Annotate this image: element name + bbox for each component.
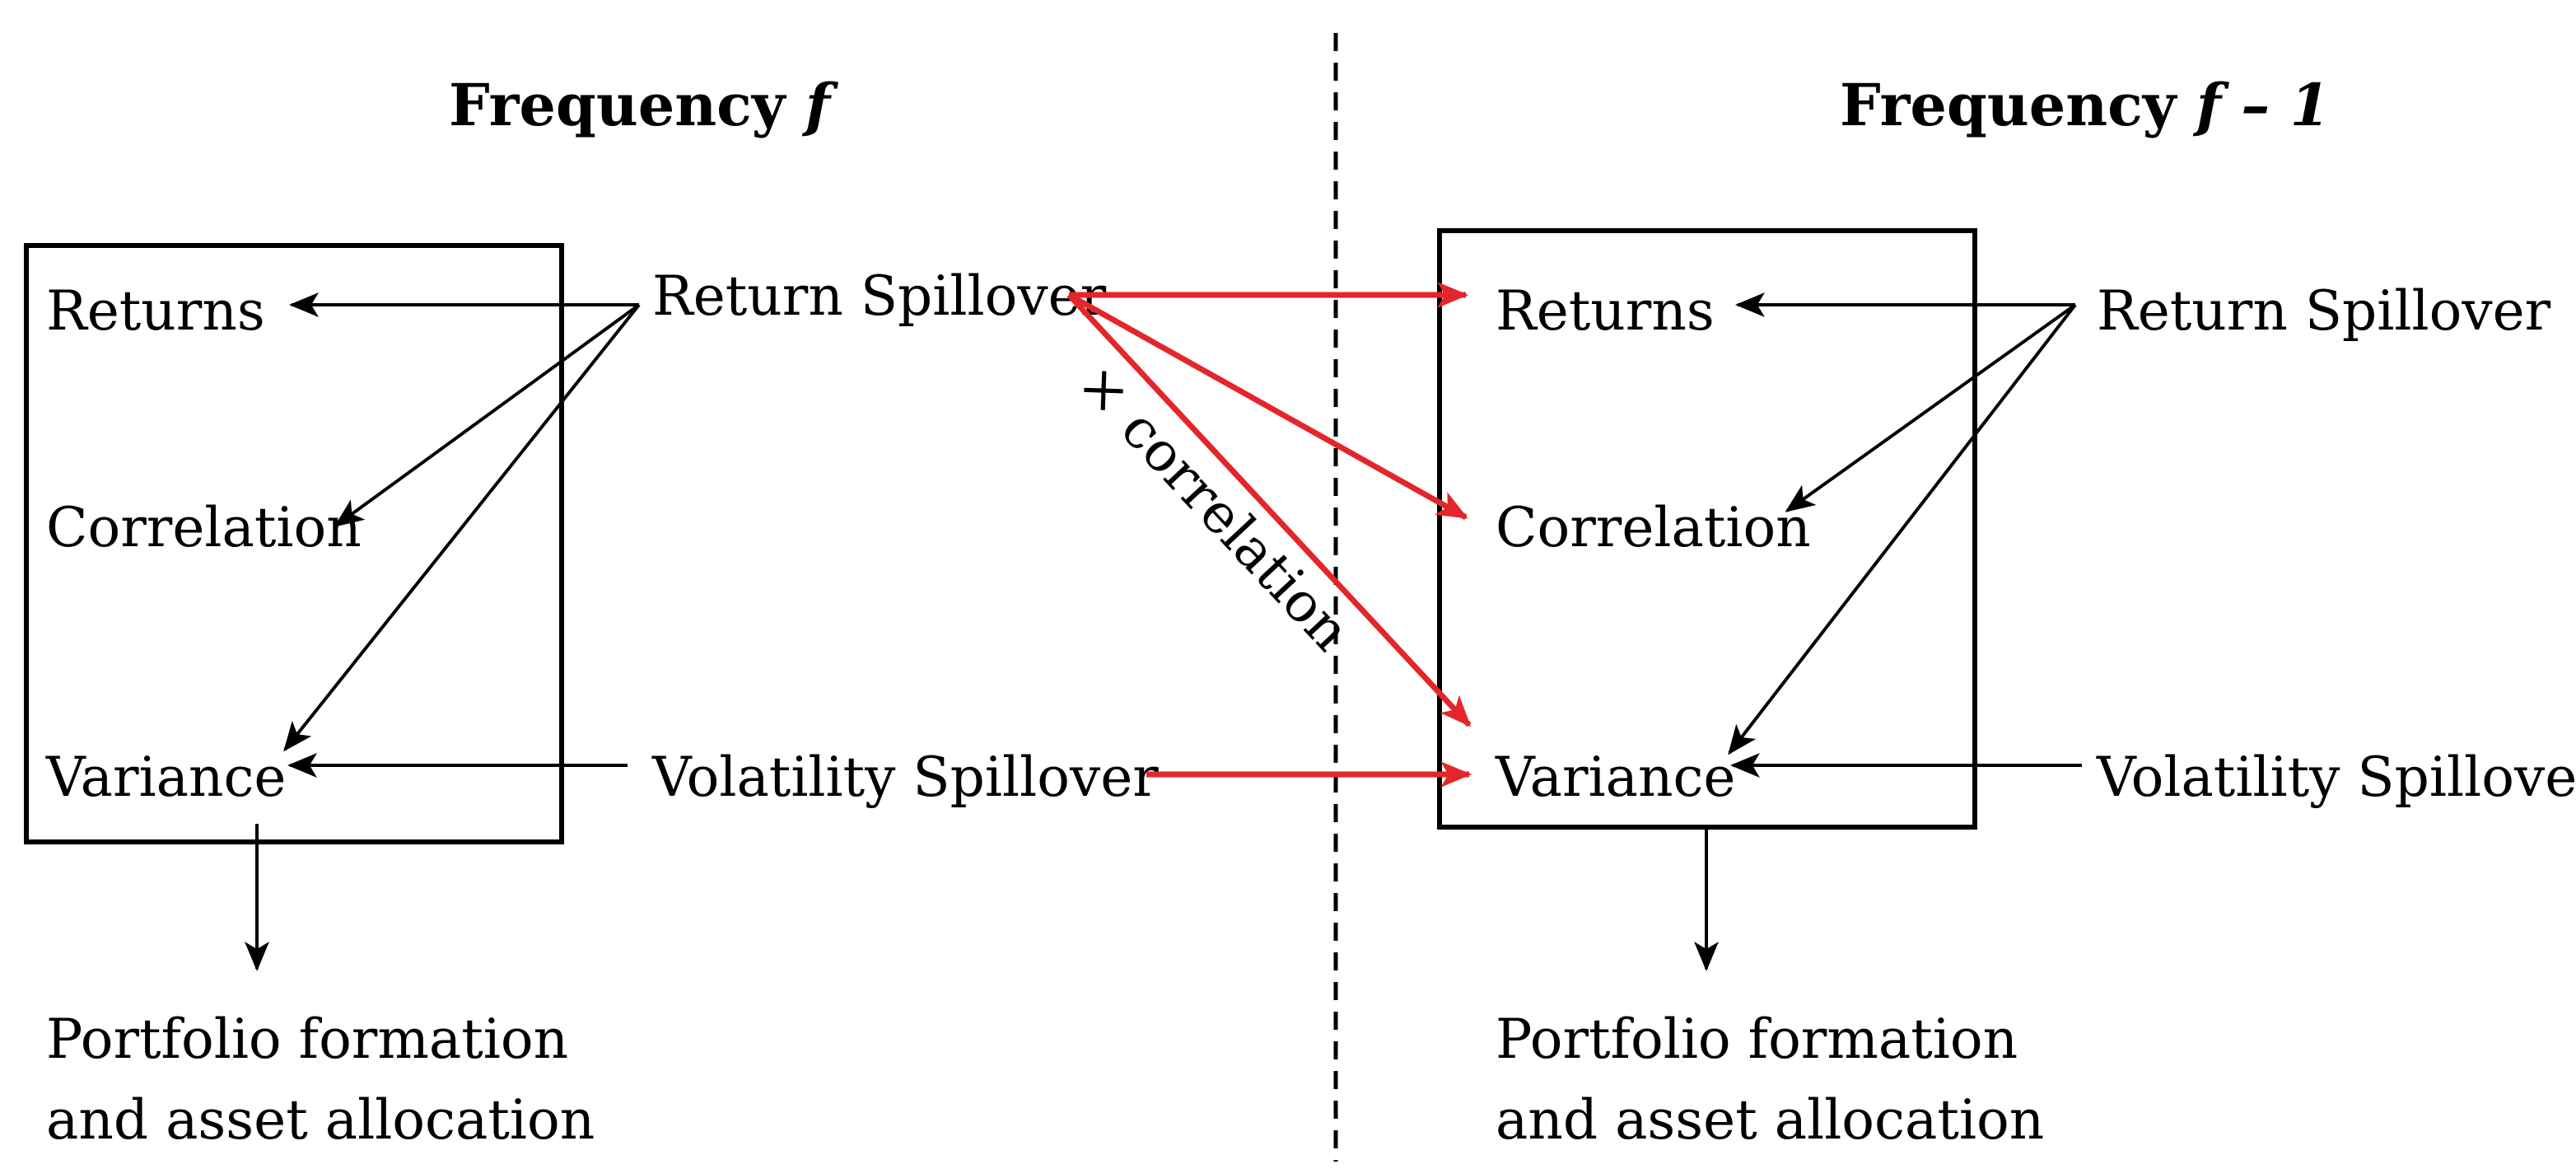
right-title: Frequency f – 1 — [1840, 71, 2330, 139]
right-volatility-spillover-label: Volatility Spillover — [2096, 746, 2576, 809]
left-variance-label: Variance — [45, 746, 287, 809]
left-returns-label: Returns — [46, 279, 265, 343]
right-arrow-return-spillover-to-correlation — [1785, 303, 2077, 512]
cross-arrow-return-spillover-to-correlation — [1067, 292, 1468, 521]
left-arrow-return-spillover-to-correlation — [334, 303, 641, 527]
cross-arrow-return-spillover-to-variance — [1066, 292, 1472, 727]
left-correlation-label: Correlation — [46, 496, 362, 559]
left-return-spillover-label: Return Spillover — [652, 264, 1107, 328]
right-return-spillover-label: Return Spillover — [2097, 279, 2551, 343]
cross-correlation-annotation: × correlation — [1066, 351, 1362, 662]
left-box — [24, 243, 564, 844]
right-arrow-return-spillover-to-variance — [1728, 303, 2077, 755]
right-returns-label: Returns — [1496, 279, 1715, 343]
right-variance-label: Variance — [1495, 746, 1736, 809]
left-volatility-spillover-label: Volatility Spillover — [651, 746, 1159, 809]
left-arrow-return-spillover-to-variance — [283, 303, 641, 752]
left-outcome-line2: and asset allocation — [46, 1088, 595, 1152]
right-correlation-label: Correlation — [1496, 496, 1811, 559]
right-outcome-line2: and asset allocation — [1496, 1088, 2044, 1152]
left-outcome-line1: Portfolio formation — [46, 1008, 568, 1071]
right-outcome-line1: Portfolio formation — [1496, 1008, 2018, 1071]
left-title: Frequency f — [449, 71, 839, 139]
